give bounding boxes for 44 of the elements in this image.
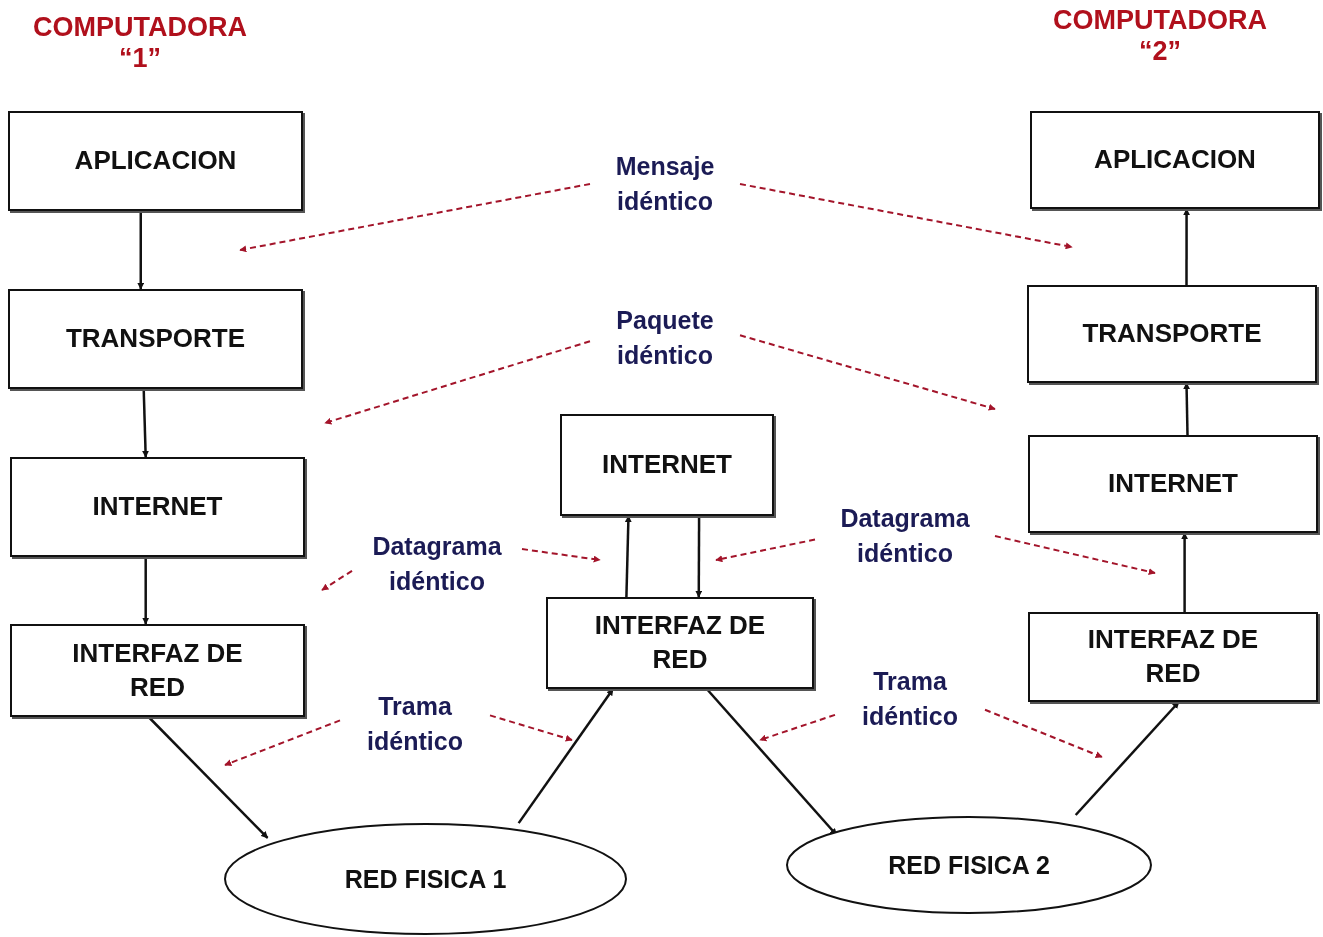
network-label: RED FISICA 1: [344, 864, 507, 894]
arrow: [142, 557, 150, 625]
arrow: [137, 211, 145, 290]
computer-heading: COMPUTADORA “1”: [32, 12, 248, 75]
arrow: [1074, 701, 1180, 816]
dashed-arrow: [984, 708, 1103, 758]
dashed-arrow: [239, 183, 591, 253]
annotation-text: Paquete idéntico: [615, 304, 715, 371]
layer-box: INTERFAZ DE RED: [546, 597, 814, 689]
dashed-arrow: [739, 183, 1073, 250]
arrow: [142, 388, 149, 458]
dashed-arrow: [489, 714, 573, 742]
layer-box: APLICACION: [1030, 111, 1320, 209]
layer-box: INTERNET: [560, 414, 774, 516]
arrow: [624, 515, 632, 598]
arrow: [1183, 382, 1191, 436]
layer-box: INTERFAZ DE RED: [10, 624, 305, 717]
arrow: [147, 716, 269, 839]
annotation-text: Datagrama idéntico: [371, 531, 503, 597]
arrow: [517, 688, 615, 824]
annotation-text: Trama idéntico: [861, 666, 959, 732]
dashed-arrow: [739, 334, 996, 411]
arrow: [705, 688, 838, 836]
network-label: RED FISICA 2: [888, 850, 1050, 880]
layer-box: INTERNET: [1028, 435, 1318, 533]
dashed-arrow: [521, 548, 601, 563]
layer-box: INTERFAZ DE RED: [1028, 612, 1318, 702]
layer-box: TRANSPORTE: [8, 289, 303, 389]
annotation-text: Mensaje idéntico: [614, 151, 716, 217]
arrow: [1181, 532, 1189, 612]
dashed-arrow: [224, 719, 341, 766]
layer-box: APLICACION: [8, 111, 303, 211]
layer-box: INTERNET: [10, 457, 305, 557]
annotation-text: Trama idéntico: [366, 691, 464, 757]
dashed-arrow: [994, 535, 1156, 575]
dashed-arrow: [759, 713, 836, 742]
dashed-arrow: [321, 569, 353, 591]
arrow: [695, 516, 703, 598]
annotation-text: Datagrama idéntico: [839, 503, 971, 569]
dashed-arrow: [715, 538, 816, 563]
dashed-arrow: [324, 340, 591, 425]
layer-box: TRANSPORTE: [1027, 285, 1317, 383]
arrow: [1183, 208, 1191, 285]
computer-heading: COMPUTADORA “2”: [1052, 5, 1268, 68]
